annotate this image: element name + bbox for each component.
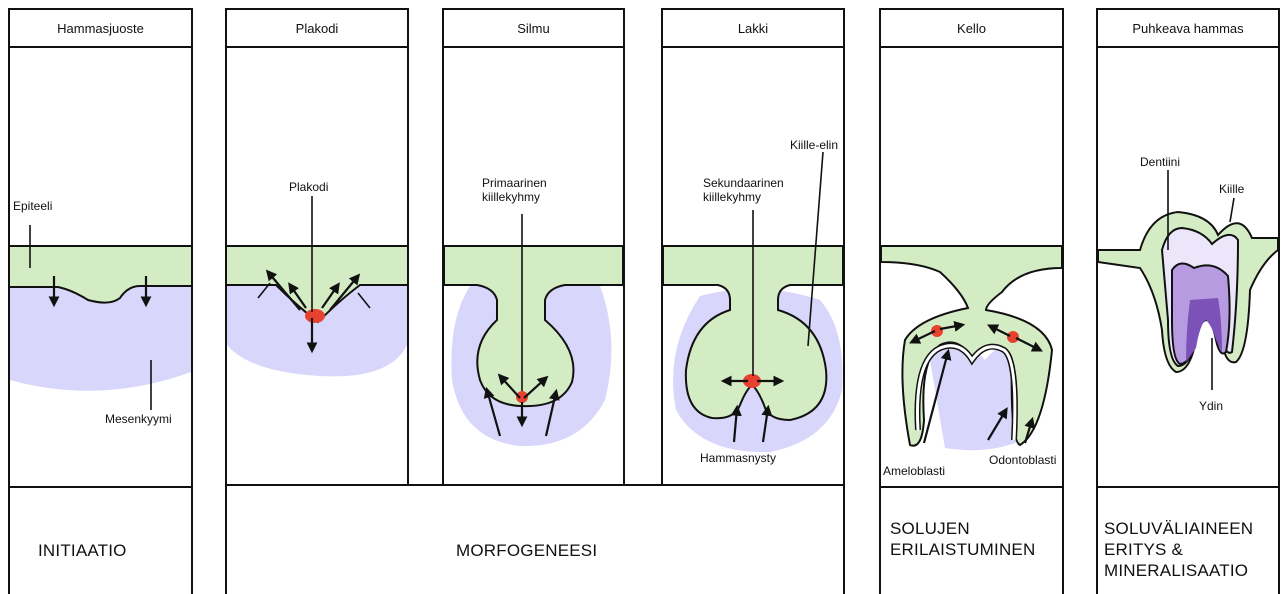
label-kiille: Kiille — [1219, 182, 1244, 196]
label-ameloblasti: Ameloblasti — [883, 464, 945, 478]
label-kiille-elin: Kiille-elin — [790, 138, 838, 152]
label-hammasnysty: Hammasnysty — [700, 451, 776, 465]
initiation-illustration — [10, 225, 191, 410]
bell-illustration — [881, 246, 1062, 450]
label-odontoblasti: Odontoblasti — [989, 453, 1056, 467]
placode-illustration — [227, 196, 407, 376]
label-ydin: Ydin — [1199, 399, 1223, 413]
bud-illustration — [444, 214, 623, 446]
phase-solujen-erilaistuminen: SOLUJEN ERILAISTUMINEN — [890, 518, 1035, 560]
label-sekundaarinen-kiillekyhmy: Sekundaarinen kiillekyhmy — [703, 176, 784, 204]
label-primaarinen-kiillekyhmy: Primaarinen kiillekyhmy — [482, 176, 547, 204]
label-epiteeli: Epiteeli — [13, 199, 52, 213]
erupting-tooth-illustration — [1098, 170, 1278, 390]
label-dentiini: Dentiini — [1140, 155, 1180, 169]
label-plakodi: Plakodi — [289, 180, 328, 194]
phase-soluvaliaineen-eritys: SOLUVÄLIAINEEN ERITYS & MINERALISAATIO — [1104, 518, 1253, 581]
label-mesenkyymi: Mesenkyymi — [105, 412, 172, 426]
phase-initiaatio: INITIAATIO — [38, 540, 127, 561]
phase-morfogeneesi: MORFOGENEESI — [456, 540, 597, 561]
